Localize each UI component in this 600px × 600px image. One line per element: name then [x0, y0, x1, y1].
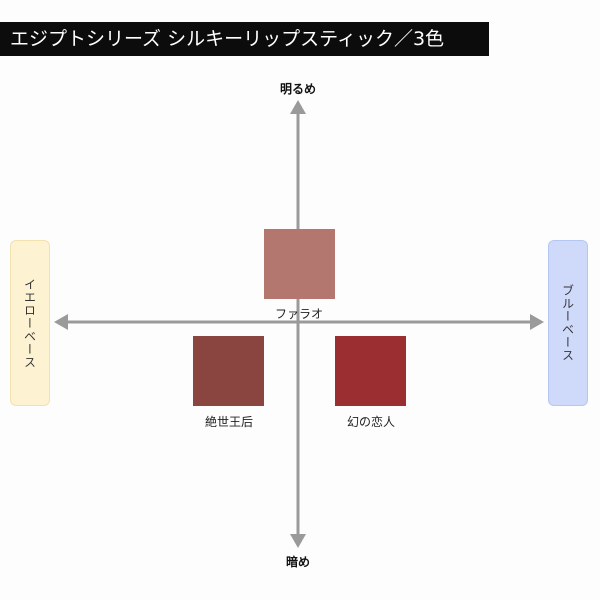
left-arrowhead — [54, 314, 68, 330]
swatch-lover[interactable] — [335, 336, 406, 406]
swatch-label-pharaoh: ファラオ — [274, 307, 324, 321]
blue-base-box: ブルーベース — [548, 240, 588, 406]
swatch-label-lover: 幻の恋人 — [346, 415, 396, 429]
down-arrowhead — [290, 534, 306, 548]
up-arrowhead — [290, 100, 306, 114]
yellow-base-label: イエローベース — [22, 277, 37, 369]
swatch-label-queen: 絶世王后 — [204, 415, 254, 429]
right-arrowhead — [530, 314, 544, 330]
page-title: エジプトシリーズ シルキーリップスティック／3色 — [0, 22, 489, 56]
swatch-queen[interactable] — [193, 336, 264, 406]
axis-label-dark: 暗め — [285, 555, 311, 569]
axis-label-bright: 明るめ — [279, 82, 317, 96]
yellow-base-box: イエローベース — [10, 240, 50, 406]
blue-base-label: ブルーベース — [560, 284, 575, 362]
swatch-pharaoh[interactable] — [264, 229, 335, 299]
